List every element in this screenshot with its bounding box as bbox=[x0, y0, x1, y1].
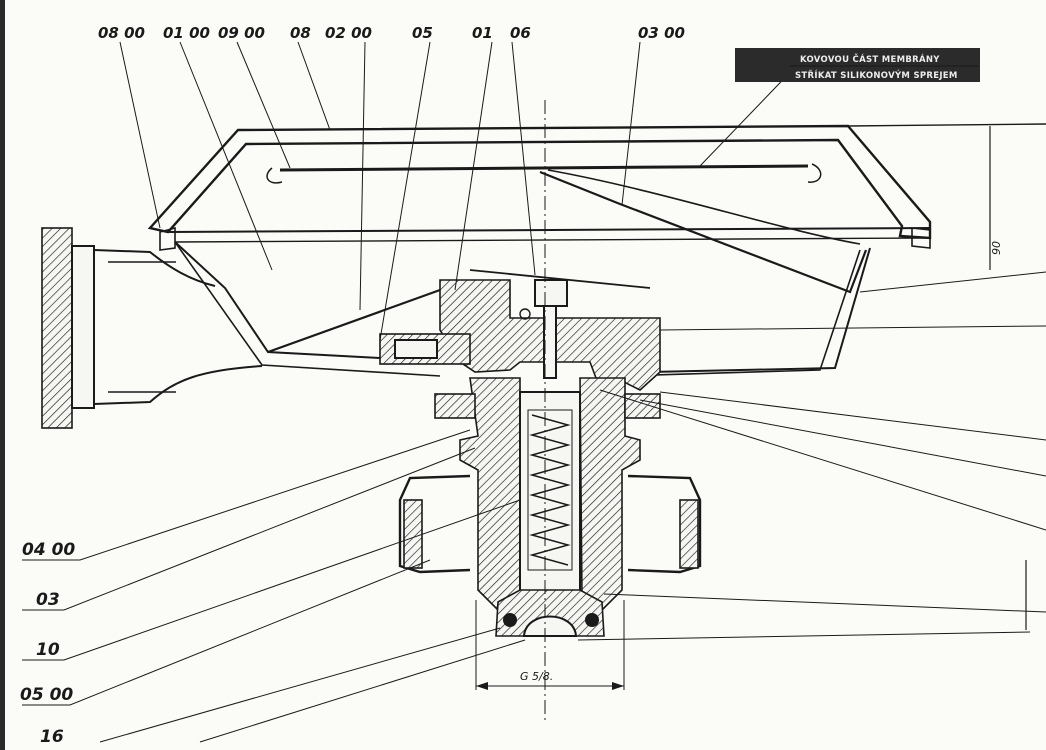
upper-housing bbox=[147, 124, 932, 251]
height-dimension-label: 90 bbox=[990, 241, 1003, 255]
label-0400: 04 00 bbox=[22, 540, 75, 560]
part-labels-top: 08 00 01 00 09 00 08 02 00 05 01 06 03 0… bbox=[98, 24, 685, 42]
part-labels-bottom: 04 00 03 10 05 00 16 bbox=[20, 540, 75, 747]
thread-dimension-label: G 5/8. bbox=[520, 670, 553, 683]
lower-body bbox=[398, 377, 702, 637]
right-edge-view bbox=[847, 123, 1046, 630]
inlet-flange bbox=[41, 227, 263, 429]
label-03: 03 bbox=[36, 590, 60, 610]
label-05: 05 bbox=[412, 24, 433, 42]
label-01: 01 bbox=[472, 24, 493, 42]
label-0100: 01 00 bbox=[163, 24, 210, 42]
thread-dimension bbox=[475, 600, 625, 690]
label-0300: 03 00 bbox=[638, 24, 685, 42]
label-0200: 02 00 bbox=[325, 24, 372, 42]
label-0500: 05 00 bbox=[20, 685, 73, 705]
bottom-leader-lines bbox=[22, 429, 526, 743]
note-line-2: STŘÍKAT SILIKONOVÝM SPREJEM bbox=[795, 69, 958, 81]
right-leader-lines bbox=[577, 271, 1046, 641]
label-06: 06 bbox=[510, 24, 531, 42]
valve-block bbox=[379, 269, 661, 391]
label-08: 08 bbox=[290, 24, 311, 42]
label-0900: 09 00 bbox=[218, 24, 265, 42]
label-10: 10 bbox=[36, 640, 60, 660]
page-edge bbox=[0, 0, 5, 750]
note-box bbox=[735, 48, 980, 82]
label-16: 16 bbox=[40, 727, 64, 747]
note-line-1: KOVOVOU ČÁST MEMBRÁNY bbox=[800, 53, 940, 65]
label-0800-top: 08 00 bbox=[98, 24, 145, 42]
